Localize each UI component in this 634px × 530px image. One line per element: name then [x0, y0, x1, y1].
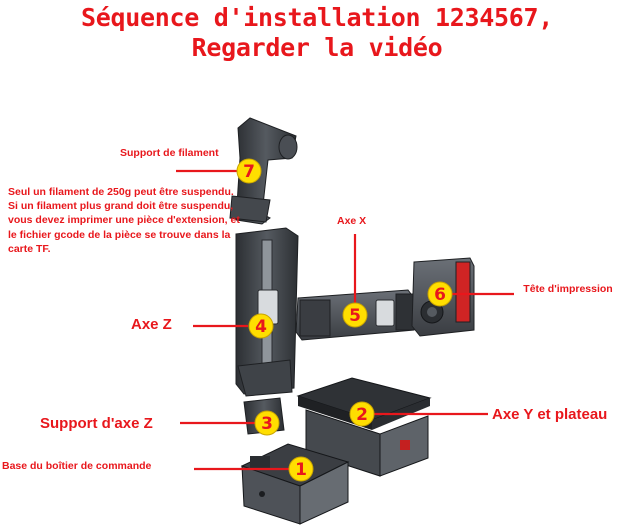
label-support-axe-z: Support d'axe Z — [40, 415, 153, 432]
badge-7: 7 — [236, 158, 262, 184]
badge-6: 6 — [427, 281, 453, 307]
label-axe-x: Axe X — [337, 215, 367, 227]
label-support-filament: Support de filament — [120, 147, 219, 159]
label-axe-z: Axe Z — [131, 316, 172, 333]
svg-text:7: 7 — [243, 162, 255, 182]
svg-text:5: 5 — [349, 306, 361, 326]
z-axis-part — [235, 227, 299, 397]
badge-1: 1 — [288, 456, 314, 482]
title-line-2: Regarder la vidéo — [191, 33, 443, 62]
title-line-1: Séquence d'installation 1234567, — [80, 3, 554, 32]
svg-text:3: 3 — [261, 414, 273, 434]
svg-text:1: 1 — [295, 460, 307, 480]
svg-text:2: 2 — [356, 405, 368, 425]
label-axe-y-plateau: Axe Y et plateau — [492, 406, 608, 423]
label-tete-impression: Tête d'impression — [523, 283, 613, 295]
badge-2: 2 — [349, 401, 375, 427]
svg-text:6: 6 — [434, 285, 446, 305]
print-head-part — [411, 257, 475, 337]
label-base-boitier: Base du boîtier de commande — [2, 460, 152, 472]
badge-4: 4 — [248, 313, 274, 339]
svg-text:4: 4 — [255, 317, 267, 337]
badge-3: 3 — [254, 410, 280, 436]
filament-holder-part — [229, 117, 298, 225]
leader-lines — [176, 169, 514, 471]
badge-5: 5 — [342, 302, 368, 328]
note-filament-weight: Seul un filament de 250g peut être suspe… — [8, 186, 240, 255]
